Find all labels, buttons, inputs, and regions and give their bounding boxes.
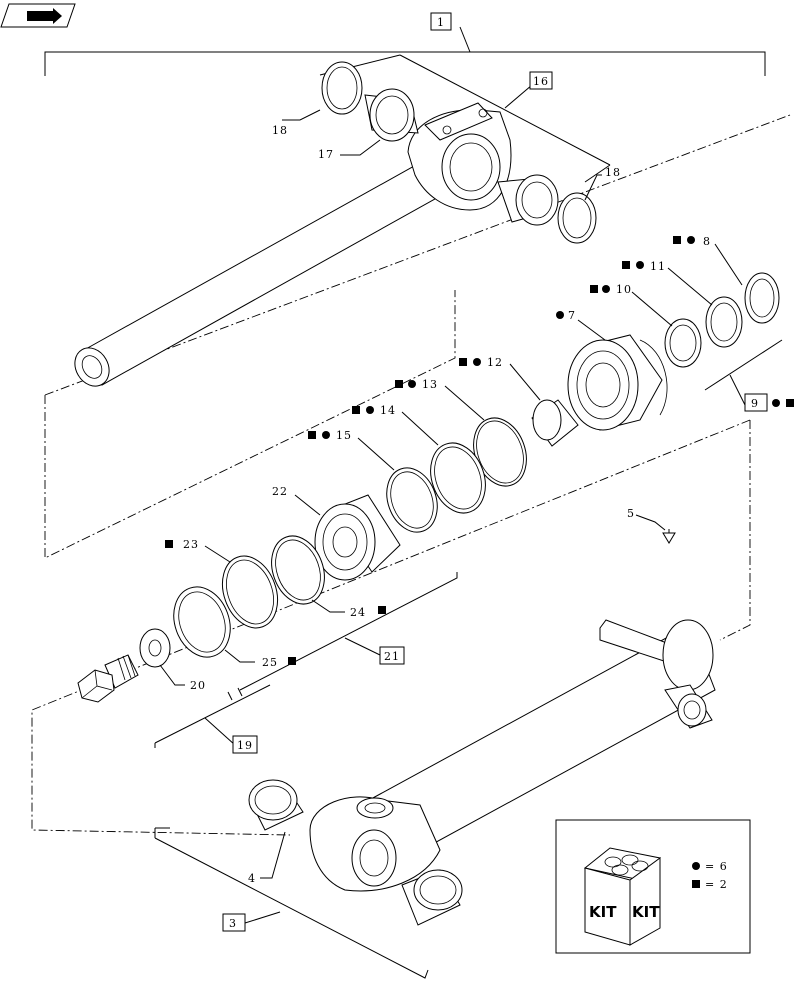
callout-1: 1	[437, 16, 445, 29]
callout-box-1	[430, 12, 452, 31]
kit-circle-count: = 6	[705, 860, 728, 873]
callouts-seals: 12 13 14 15	[308, 356, 541, 471]
callout-4: 4	[248, 872, 256, 885]
washer-20	[139, 628, 171, 668]
back-arrow-icon[interactable]	[0, 3, 76, 28]
callout-5: 5	[627, 507, 635, 520]
bolt	[77, 654, 139, 703]
gland-7	[567, 334, 668, 431]
callout-box-9	[744, 393, 768, 412]
callout-25: 25	[262, 656, 278, 669]
bushing-barrel-right	[401, 869, 463, 926]
kit-square-9	[786, 399, 794, 407]
rod-eye	[407, 102, 512, 211]
callout-8: 8	[703, 235, 711, 248]
grease-fitting-5: 5	[627, 507, 676, 544]
callout-18-left: 18	[272, 124, 288, 137]
seal-10	[664, 318, 702, 368]
group-21-bracket: 21	[239, 572, 458, 691]
callout-13: 13	[422, 378, 438, 391]
seal-15	[386, 467, 438, 533]
seal-23	[221, 555, 279, 629]
callout-box-16	[529, 71, 553, 90]
bushing-4	[248, 779, 304, 831]
callout-23: 23	[183, 538, 199, 551]
callout-15: 15	[336, 429, 352, 442]
callout-17: 17	[318, 148, 334, 161]
circle-symbol	[692, 862, 700, 870]
kit-label-right: KIT	[632, 903, 660, 921]
group-9-bracket: 9	[704, 339, 794, 412]
callout-16: 16	[533, 75, 549, 88]
callout-20: 20	[190, 679, 206, 692]
callout-18-right: 18	[605, 166, 621, 179]
callout-3: 3	[229, 917, 237, 930]
seal-18-left	[321, 61, 363, 115]
group-19-bracket: 19	[154, 684, 271, 754]
assembly-outline	[31, 114, 791, 836]
callout-24: 24	[350, 606, 366, 619]
seal-8	[744, 272, 780, 324]
callouts-upper-right: 8 11 10 7	[556, 235, 743, 341]
kit-square-count: = 2	[705, 878, 728, 891]
callout-box-19	[232, 735, 258, 754]
callout-box-3	[222, 913, 246, 932]
bushing-right	[497, 174, 559, 226]
callout-9: 9	[751, 397, 759, 410]
callout-7: 7	[568, 309, 576, 322]
bushing-17	[364, 88, 419, 142]
cylinder-barrel	[309, 619, 716, 892]
callout-11: 11	[650, 260, 666, 273]
square-symbol	[692, 880, 700, 888]
callout-19: 19	[237, 739, 253, 752]
callouts-piston: 22 23 24 25 20	[159, 485, 386, 692]
callout-22: 22	[272, 485, 288, 498]
seal-18-right	[557, 192, 597, 244]
callout-12: 12	[487, 356, 503, 369]
assembly-1-bracket: 1	[44, 12, 766, 76]
kit-legend: KIT KIT = 6 = 2	[555, 819, 751, 954]
callout-box-21	[379, 646, 405, 665]
group-16-bracket: 16	[319, 54, 611, 183]
wear-ring-25	[173, 586, 231, 658]
callout-21: 21	[384, 650, 400, 663]
kit-label-left: KIT	[589, 903, 617, 921]
seal-24	[271, 535, 325, 605]
piston-rod	[74, 159, 443, 387]
seal-14	[430, 442, 486, 514]
seal-11	[705, 296, 743, 348]
callout-10: 10	[616, 283, 632, 296]
callout-14: 14	[380, 404, 396, 417]
group-3-bracket: 3 4	[154, 827, 429, 979]
bushing-12	[531, 399, 579, 447]
kit-circle-9	[772, 399, 780, 407]
upper-callouts: 18 17 18	[272, 109, 621, 201]
piston-22	[314, 494, 401, 581]
